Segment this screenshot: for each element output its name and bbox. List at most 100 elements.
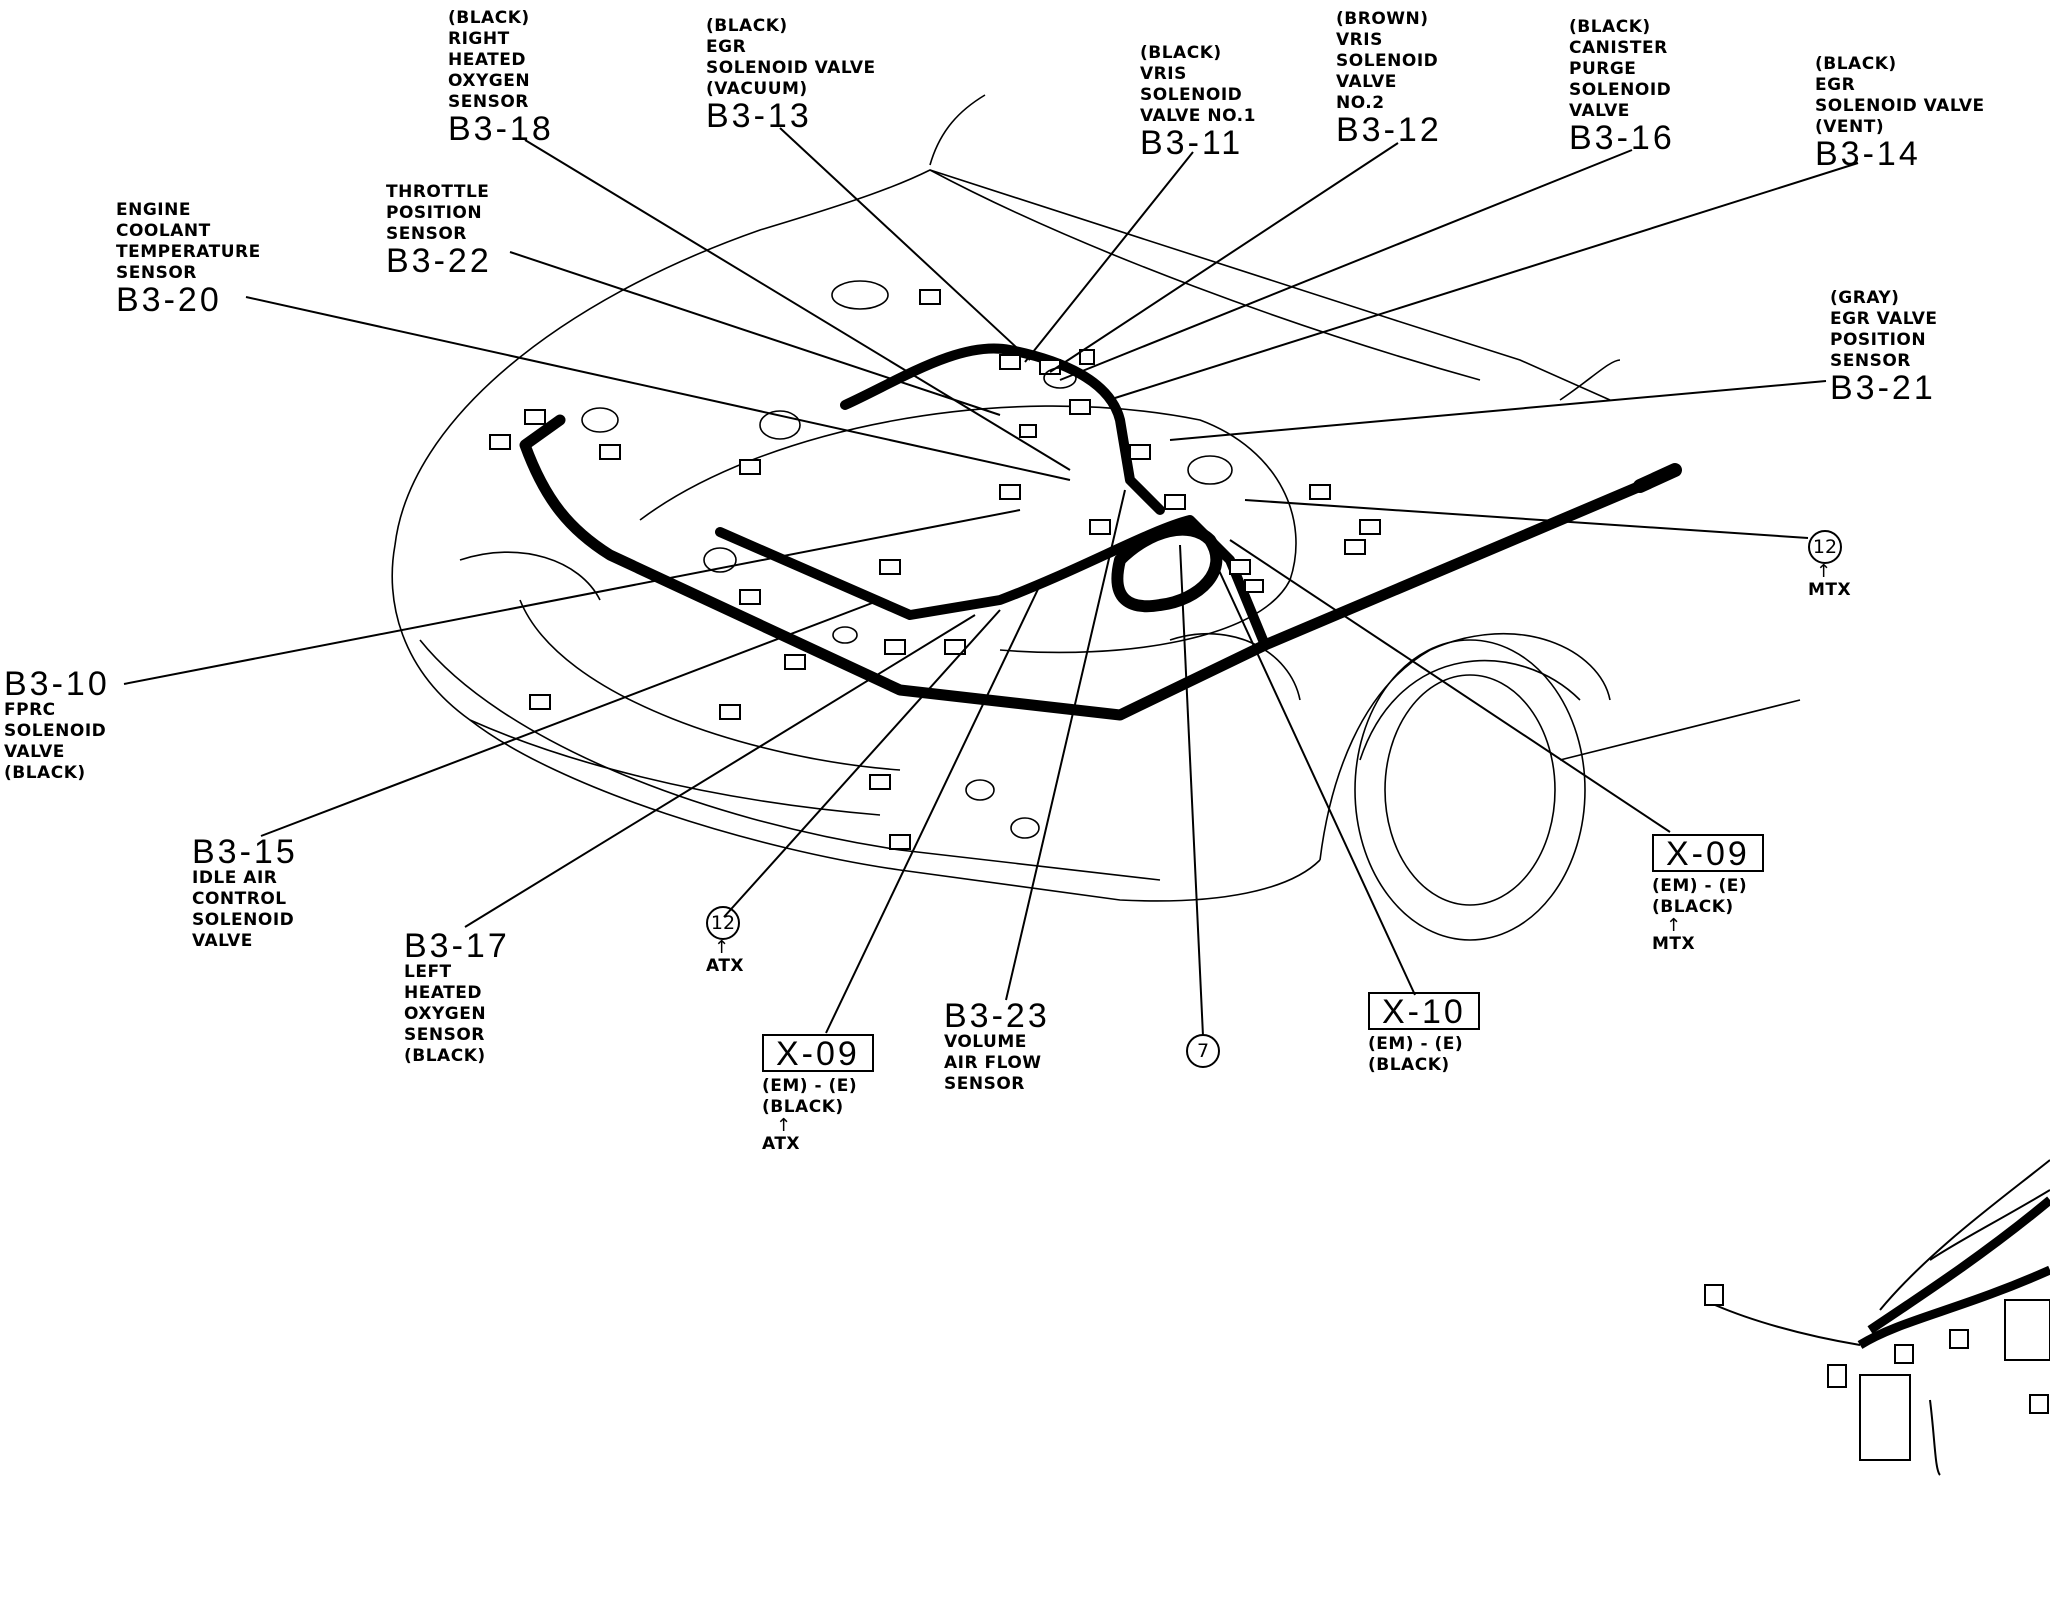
b3-14-code: B3-14 — [1815, 135, 1921, 173]
connector-block — [739, 589, 761, 605]
connector-block — [1359, 519, 1381, 535]
connector-block — [869, 774, 891, 790]
connector-block — [739, 459, 761, 475]
x09-atx-code: X-09 — [762, 1034, 874, 1072]
x09-atx-desc: (BLACK) — [762, 1097, 844, 1117]
b3-20-desc: ENGINE — [116, 200, 191, 220]
inset-thin-wire — [1714, 1304, 1861, 1346]
label-b3-22: THROTTLE POSITION SENSOR B3-22 — [386, 182, 492, 278]
inset-wire — [1857, 1265, 2050, 1349]
label-b3-21: (GRAY) EGR VALVE POSITION SENSOR B3-21 — [1830, 288, 1938, 407]
bumper-lower-line — [419, 639, 1161, 881]
leader-b3-23 — [1005, 489, 1126, 1001]
label-b3-13: (BLACK) EGR SOLENOID VALVE (VACUUM) B3-1… — [706, 16, 876, 135]
b3-22-desc: SENSOR — [386, 224, 467, 244]
inset-connector — [1704, 1284, 1724, 1306]
leader-b3-11 — [1024, 151, 1194, 363]
b3-16-desc: SOLENOID — [1569, 80, 1672, 100]
b3-12-desc: NO.2 — [1336, 93, 1385, 113]
connector-block — [999, 484, 1021, 500]
b3-16-code: B3-16 — [1569, 119, 1675, 157]
fender-line — [1319, 633, 1611, 861]
harness-tail-end — [1633, 463, 1682, 493]
label-b3-23: B3-23 VOLUME AIR FLOW SENSOR — [944, 997, 1050, 1095]
leader-b3-20 — [245, 296, 1071, 481]
inset-thin-wire — [1879, 1159, 2050, 1311]
b3-13-desc: EGR — [706, 37, 747, 57]
car-body-outline — [391, 94, 1801, 941]
side-body-line — [1559, 699, 1801, 761]
b3-17-desc: HEATED — [404, 983, 482, 1003]
b3-12-desc: SOLENOID — [1336, 51, 1439, 71]
windshield-line — [929, 169, 1481, 381]
b3-16-desc: VALVE — [1569, 101, 1630, 121]
inset-wire — [1867, 1196, 2050, 1334]
bumper-inner-line — [469, 719, 881, 816]
leader-c12-mtx — [1244, 499, 1809, 539]
connector-block — [784, 654, 806, 670]
b3-11-desc: VRIS — [1140, 64, 1187, 84]
leader-b3-12 — [1049, 142, 1399, 373]
b3-20-desc: COOLANT — [116, 221, 211, 241]
inset-connector — [1949, 1329, 1969, 1349]
connector-block — [1079, 349, 1095, 365]
b3-10-desc: (BLACK) — [4, 763, 86, 783]
b3-15-code: B3-15 — [192, 833, 298, 871]
b3-21-desc: SENSOR — [1830, 351, 1911, 371]
x09-mtx-code: X-09 — [1652, 834, 1764, 872]
label-x09-atx: X-09 (EM) - (E) (BLACK) ↑ ATX — [762, 1030, 874, 1155]
leader-b3-18 — [524, 139, 1071, 471]
b3-23-code: B3-23 — [944, 997, 1050, 1035]
up-arrow-icon: ↑ — [714, 937, 730, 958]
b3-14-desc: (BLACK) — [1815, 54, 1897, 74]
b3-13-desc: SOLENOID VALVE — [706, 58, 876, 78]
harness-trunk — [519, 414, 1656, 721]
up-arrow-icon: ↑ — [1666, 915, 1682, 936]
b3-13-code: B3-13 — [706, 97, 812, 135]
circle-12-atx: 12 — [706, 906, 740, 940]
b3-17-desc: LEFT — [404, 962, 452, 982]
x09-mtx-note: MTX — [1652, 934, 1696, 954]
connector-block — [999, 354, 1021, 370]
x10-desc: (BLACK) — [1368, 1055, 1450, 1075]
b3-17-desc: SENSOR — [404, 1025, 485, 1045]
b3-13-desc: (BLACK) — [706, 16, 788, 36]
wheel-rim — [1384, 674, 1556, 906]
b3-15-desc: IDLE AIR — [192, 868, 278, 888]
label-c12-mtx: 12 ↑ MTX — [1808, 530, 1851, 601]
leader-b3-13 — [779, 127, 1031, 361]
b3-17-desc: (BLACK) — [404, 1046, 486, 1066]
x09-atx-desc: (EM) - (E) — [762, 1076, 858, 1096]
inset-connector — [1827, 1364, 1847, 1388]
leader-b3-14 — [1114, 162, 1859, 399]
label-b3-18: (BLACK) RIGHT HEATED OXYGEN SENSOR B3-18 — [448, 8, 554, 146]
b3-16-desc: PURGE — [1569, 59, 1637, 79]
b3-21-desc: (GRAY) — [1830, 288, 1900, 308]
circle-7: 7 — [1186, 1034, 1220, 1068]
b3-23-desc: VOLUME — [944, 1032, 1027, 1052]
label-x09-mtx: X-09 (EM) - (E) (BLACK) ↑ MTX — [1652, 830, 1764, 955]
b3-18-desc: RIGHT — [448, 29, 510, 49]
up-arrow-icon: ↑ — [1816, 561, 1832, 582]
connector-block — [879, 559, 901, 575]
x09-mtx-desc: (BLACK) — [1652, 897, 1734, 917]
leader-b3-15 — [260, 599, 881, 837]
b3-16-desc: (BLACK) — [1569, 17, 1651, 37]
b3-18-desc: OXYGEN — [448, 71, 531, 91]
b3-21-code: B3-21 — [1830, 369, 1936, 407]
b3-21-desc: POSITION — [1830, 330, 1927, 350]
c12-mtx-note: MTX — [1808, 580, 1852, 600]
inset-connector — [2029, 1394, 2049, 1414]
leader-x10 — [1204, 539, 1416, 996]
connector-block — [884, 639, 906, 655]
up-arrow-icon: ↑ — [776, 1115, 792, 1136]
leader-x09-mtx — [1229, 539, 1671, 833]
leader-c7 — [1179, 544, 1204, 1037]
b3-10-desc: FPRC — [4, 700, 56, 720]
connector-block — [1164, 494, 1186, 510]
harness-upper-branch — [840, 343, 1165, 515]
front-bumper-outline — [391, 544, 1321, 902]
b3-15-desc: SOLENOID — [192, 910, 295, 930]
b3-23-desc: AIR FLOW — [944, 1053, 1042, 1073]
label-b3-12: (BROWN) VRIS SOLENOID VALVE NO.2 B3-12 — [1336, 9, 1442, 147]
